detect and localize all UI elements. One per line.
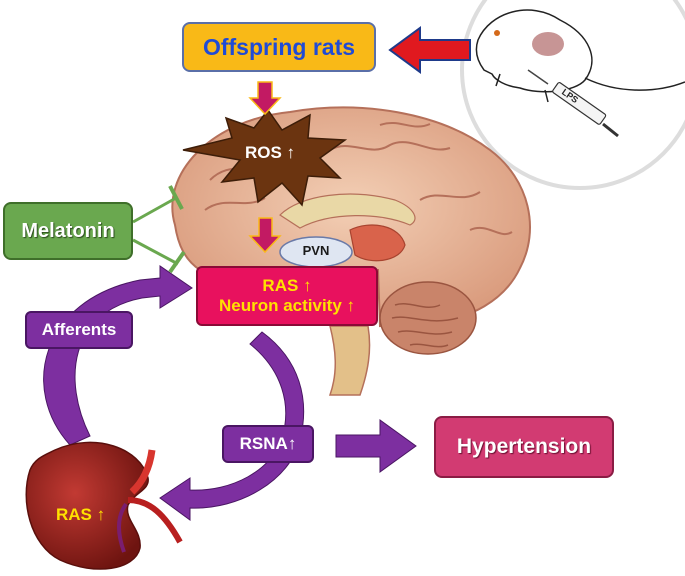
ureter [117, 502, 128, 553]
offspring-rats-label: Offspring rats [202, 33, 356, 60]
rat-tail [584, 77, 685, 91]
afferents-box: Afferents [25, 311, 133, 349]
neuron-up-arrow-icon: ↑ [346, 296, 356, 315]
inhibit-line-lower [132, 238, 179, 266]
rat-eye [494, 30, 500, 36]
kidney-ras-text: RAS [56, 505, 92, 524]
rsna-box: RSNA ↑ [222, 425, 314, 463]
rsna-up-arrow-icon: ↑ [287, 434, 297, 453]
inhibit-bar-upper [168, 185, 184, 210]
ras-neuron-box: RAS ↑ Neuron activity ↑ [196, 266, 378, 326]
rat-leg-back [544, 89, 549, 103]
ros-burst-shape [182, 108, 348, 207]
renal-vein [127, 497, 183, 544]
kidney-ras-up-arrow-icon: ↑ [96, 505, 106, 524]
arrow-ros-to-pvn [248, 217, 282, 254]
ros-up-arrow-icon: ↑ [286, 143, 296, 162]
cerebellum [379, 281, 477, 355]
inhibit-line-upper [132, 196, 177, 224]
brainstem [328, 325, 371, 396]
corpus-callosum [279, 193, 416, 229]
syringe-needle [527, 69, 549, 85]
rat-illustration [460, 0, 685, 190]
thalamus [349, 224, 406, 262]
renal-artery [129, 449, 156, 495]
ras-text: RAS [262, 276, 299, 295]
hypertension-box: Hypertension [434, 416, 614, 478]
efferent-arc-arrow [159, 331, 305, 521]
syringe-plunger [602, 122, 619, 138]
red-arrow-to-offspring [388, 26, 471, 74]
rat-leg-front [495, 73, 501, 87]
cerebellum-body [379, 281, 477, 355]
syringe-icon [527, 69, 619, 138]
kidney-ras-label: RAS ↑ [56, 505, 126, 525]
arrow-to-hypertension [335, 419, 417, 473]
kidney-illustration [25, 441, 183, 570]
ras-up-arrow-icon: ↑ [303, 276, 312, 295]
offspring-rats-box: Offspring rats [182, 22, 376, 72]
afferents-label: Afferents [41, 320, 117, 339]
inhibit-bar-lower [168, 250, 186, 274]
afferent-arc-arrow [43, 265, 193, 446]
melatonin-box: Melatonin [3, 202, 133, 260]
rat-body [475, 9, 593, 93]
purple-feedback-arrows [43, 265, 417, 521]
ros-label: ROS ↑ [230, 143, 310, 163]
syringe-barrel [552, 82, 607, 125]
melatonin-inhibition-lines [132, 185, 186, 274]
rat-embryos [532, 32, 564, 56]
neuron-activity-line: Neuron activity ↑ [219, 296, 355, 316]
cerebellum-folds [391, 303, 459, 348]
hypertension-label: Hypertension [456, 435, 592, 458]
pvn-label: PVN [302, 243, 330, 258]
ros-text: ROS [244, 143, 282, 162]
neuron-activity-text: Neuron activity [218, 296, 342, 315]
ras-line: RAS ↑ [262, 276, 311, 296]
arrow-offspring-to-ros [248, 81, 282, 116]
rsna-label: RSNA [239, 434, 288, 453]
melatonin-label: Melatonin [21, 219, 115, 242]
